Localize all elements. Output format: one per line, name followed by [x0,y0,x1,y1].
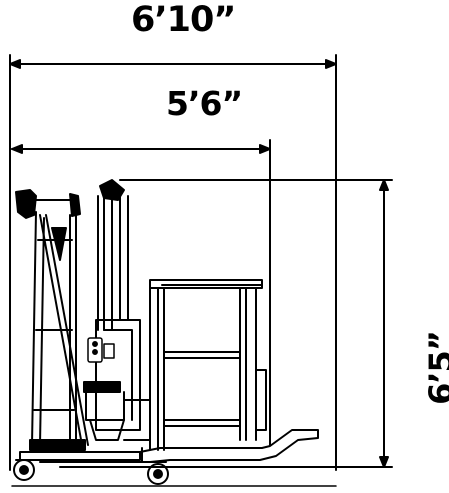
platform-cage [149,279,267,451]
rear-wheel [13,459,37,481]
rear-frame [15,189,141,461]
control-box [87,337,115,363]
height-label: 6’5” [422,331,449,405]
base-length-dimension-line [11,139,271,446]
front-wheel [147,461,169,485]
overall-length-label: 6’10” [131,0,236,40]
base-length-label: 5’6” [166,84,243,123]
height-dimension-line [59,179,393,468]
mast-column [95,179,141,431]
chassis [39,429,319,463]
overall-length-dimension-line [9,54,337,471]
